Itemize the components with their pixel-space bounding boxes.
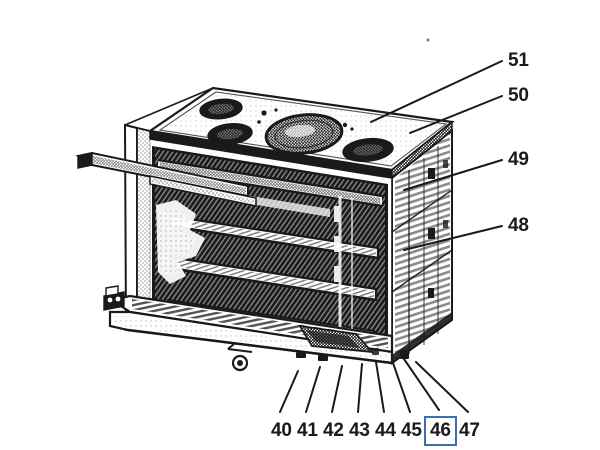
callout-number-51[interactable]: 51 — [508, 50, 529, 71]
leader-line-44 — [375, 361, 385, 413]
leader-line-48 — [403, 225, 503, 251]
callout-number-48[interactable]: 48 — [508, 215, 529, 236]
leader-line-43 — [357, 363, 363, 413]
callout-number-40[interactable]: 40 — [271, 420, 292, 441]
rack-support-ladder — [334, 196, 353, 332]
callout-number-44[interactable]: 44 — [375, 420, 396, 441]
leader-line-51 — [370, 60, 503, 123]
oven-rack-lower — [174, 256, 378, 302]
leader-line-46 — [403, 358, 440, 411]
scan-speck — [426, 38, 430, 42]
callout-number-43[interactable]: 43 — [349, 420, 370, 441]
callout-leader-lines — [279, 60, 503, 413]
cooktop-top-surface — [147, 86, 455, 180]
callout-number-46[interactable]: 46 — [424, 416, 457, 446]
lower-right-corner-detail — [296, 324, 409, 361]
callout-number-50[interactable]: 50 — [508, 85, 529, 106]
callout-number-49[interactable]: 49 — [508, 149, 529, 170]
leader-line-41 — [305, 366, 321, 413]
leader-line-49 — [403, 159, 503, 191]
rear-top-edge — [124, 87, 214, 126]
callout-number-47[interactable]: 47 — [459, 420, 480, 441]
cooktop-burner-openings — [199, 98, 394, 163]
drawer-roller-knob — [227, 343, 253, 372]
oven-body-group — [75, 38, 455, 372]
leader-line-50 — [409, 95, 503, 134]
callout-number-45[interactable]: 45 — [401, 420, 422, 441]
left-slide-rail — [75, 151, 257, 207]
left-hinge-bracket — [103, 285, 125, 311]
leader-line-40 — [279, 370, 299, 413]
leader-line-45 — [391, 359, 411, 413]
leader-line-42 — [331, 365, 343, 413]
callout-number-42[interactable]: 42 — [323, 420, 344, 441]
callout-number-41[interactable]: 41 — [297, 420, 318, 441]
leader-line-47 — [415, 361, 469, 413]
